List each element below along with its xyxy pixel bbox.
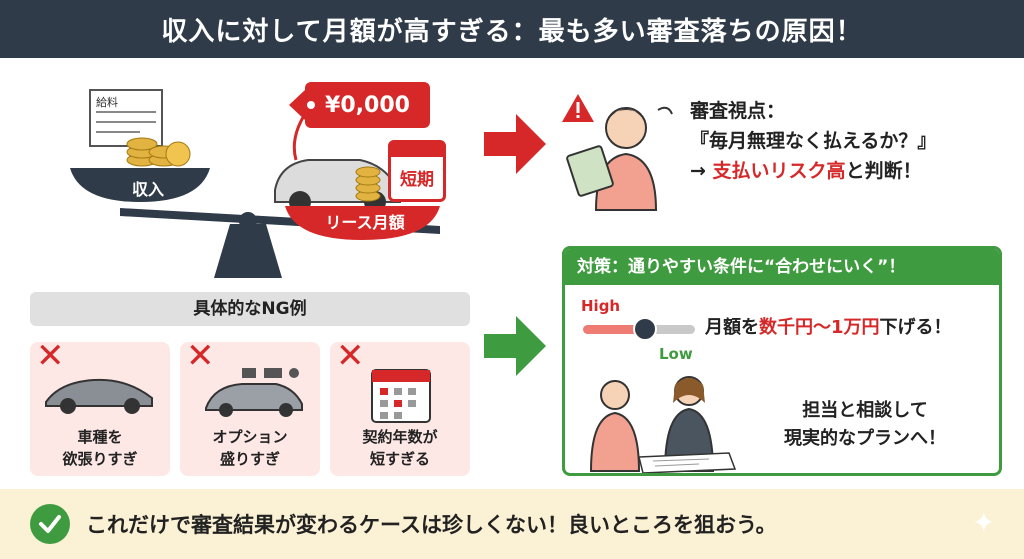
lease-pan — [285, 206, 440, 240]
worried-person-illustration — [562, 94, 673, 211]
cross-mark-icon: ✕ — [336, 336, 365, 376]
options-car-icon — [205, 368, 303, 417]
review-arrow: → — [690, 160, 713, 182]
strategy-header: 対策：通りやすい条件に“合わせにいく”！ — [565, 249, 999, 285]
ng-caption-line1: 車種を — [77, 428, 123, 446]
short-term-label: 短期 — [400, 170, 434, 190]
ng-card-contract-term: ✕ 契約年数が 短すぎる — [330, 336, 470, 476]
price-tag: ¥0,000 — [289, 82, 430, 128]
car-icon — [274, 159, 401, 213]
ng-caption-line2: 盛りすぎ — [219, 450, 280, 468]
income-label: 収入 — [131, 180, 164, 199]
warning-icon — [562, 94, 594, 122]
ng-caption-line2: 短すぎる — [369, 450, 430, 468]
ng-caption: 車種を 欲張りすぎ — [30, 426, 170, 470]
income-pan — [70, 168, 210, 202]
slider-low-label: Low — [659, 345, 693, 363]
ng-caption: オプション 盛りすぎ — [180, 426, 320, 470]
slider-high-label: High — [581, 297, 621, 315]
monthly-level-slider-knob — [632, 317, 657, 341]
lease-coins-icon — [355, 166, 381, 202]
strategy-box: 対策：通りやすい条件に“合わせにいく”！ High Low 月額を数千円〜1万円… — [562, 246, 1002, 476]
coins-icon — [126, 137, 191, 167]
review-perspective-text: 審査視点： 『毎月無理なく払えるか？』 → 支払いリスク高と判断！ — [690, 96, 1010, 186]
reduce-monthly-text: 月額を数千円〜1万円下げる！ — [705, 313, 952, 339]
monthly-prefix: 月額を — [705, 317, 759, 338]
footer-bar: これだけで審査結果が変わるケースは珍しくない！良いところを狙おう。 — [0, 489, 1024, 559]
review-heading: 審査視点： — [690, 100, 786, 122]
ng-examples-header: 具体的なNG例 — [30, 292, 470, 326]
balance-scale-illustration: 給料 — [70, 89, 440, 278]
calendar-icon — [371, 369, 431, 423]
sports-car-icon — [45, 378, 153, 414]
title-bar: 収入に対して月額が高すぎる：最も多い審査落ちの原因！ — [0, 0, 1024, 58]
ng-caption-line2: 欲張りすぎ — [62, 450, 138, 468]
review-judgement-suffix: と判断！ — [845, 160, 922, 182]
lease-monthly-label: リース月額 — [325, 213, 405, 232]
page-title: 収入に対して月額が高すぎる：最も多い審査落ちの原因！ — [161, 16, 863, 47]
calendar-icon — [391, 143, 443, 157]
review-judgement: → 支払いリスク高と判断！ — [690, 156, 1010, 186]
check-icon — [30, 504, 70, 544]
payslip-label: 給料 — [96, 95, 118, 109]
consult-text: 担当と相談して 現実的なプランへ！ — [755, 397, 975, 453]
tag-hole — [307, 101, 315, 109]
monthly-suffix: 下げる！ — [879, 317, 952, 338]
short-term-calendar-badge: 短期 — [388, 140, 446, 202]
arrow-right-red-icon — [484, 114, 546, 174]
scale-stand — [214, 224, 282, 278]
price-tag-value: ¥0,000 — [325, 92, 410, 118]
ng-card-car-model: ✕ 車種を 欲張りすぎ — [30, 336, 170, 476]
ng-caption: 契約年数が 短すぎる — [330, 426, 470, 470]
consultation-illustration — [589, 376, 737, 473]
consult-line2: 現実的なプランへ！ — [784, 428, 946, 449]
cross-mark-icon: ✕ — [36, 336, 65, 376]
ng-card-options: ✕ オプション 盛りすぎ — [180, 336, 320, 476]
ng-caption-line1: オプション — [212, 428, 288, 446]
consult-line1: 担当と相談して — [802, 400, 928, 421]
arrow-right-green-icon — [484, 316, 546, 376]
payslip-icon — [89, 89, 163, 147]
review-question: 『毎月無理なく払えるか？』 — [690, 130, 937, 152]
sparkle-icon: ✦ — [972, 506, 996, 539]
ng-caption-line1: 契約年数が — [362, 428, 438, 446]
payment-risk-high: 支払いリスク高 — [712, 160, 846, 182]
footer-message: これだけで審査結果が変わるケースは珍しくない！良いところを狙おう。 — [86, 513, 777, 537]
monthly-amount: 数千円〜1万円 — [759, 317, 880, 338]
cross-mark-icon: ✕ — [186, 336, 215, 376]
